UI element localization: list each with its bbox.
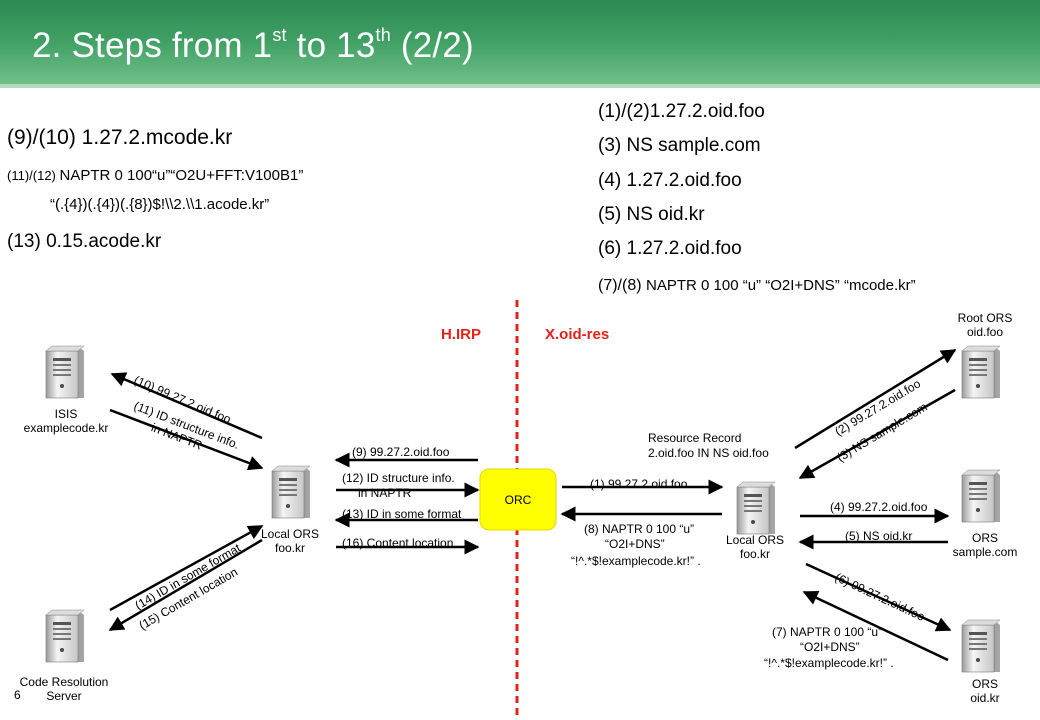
title-mid: to 13 [286,26,376,65]
step-6: (6) 1.27.2.oid.foo [598,238,742,259]
arrow-6 [805,562,952,632]
isis-server-icon [45,345,85,399]
isis-label: ISIS [55,407,78,421]
ors-sample-host: sample.com [953,545,1018,559]
arrow-2 [794,348,957,450]
arrow-8-label: (8) NAPTR 0 100 “u” [584,522,694,536]
arrow-12-label: (12) ID structure info. [342,471,455,485]
local-ors-left-label: Local ORS [261,527,319,541]
step-4: (4) 1.27.2.oid.foo [598,170,742,191]
step-7-8-text: NAPTR 0 100 “u” “O2I+DNS” “mcode.kr” [646,277,916,294]
isis-host-label: examplecode.kr [24,421,109,435]
code-resolution-label: Code Resolution [20,675,109,689]
step-3: (3) NS sample.com [598,135,761,156]
ors-oidkr-server-icon [961,619,1001,673]
arrow-13-label: (13) ID in some format [342,507,462,521]
arrow-8-label-2: “O2I+DNS” [605,537,665,551]
resource-record-title: Resource Record [648,431,741,445]
title-sup-st: st [272,25,287,45]
arrow-10 [110,372,263,440]
page-title: 2. Steps from 1st to 13th (2/2) [32,26,474,66]
arrow-9-label: (9) 99.27.2.oid.foo [352,445,450,459]
local-ors-right-host: foo.kr [740,547,770,561]
arrow-7-label-2: “O2I+DNS” [800,640,860,654]
title-sup-th: th [375,25,391,45]
page-number: 6 [14,688,21,702]
arrow-7 [802,590,949,662]
step-11-12: (11)/(12) NAPTR 0 100“u”“O2U+FFT:V100B1” [7,167,303,184]
step-7-8-prefix: (7)/(8) [598,277,646,294]
arrow-15 [108,538,263,632]
arrow-14 [109,524,264,612]
step-11-12-prefix: (11)/(12) [7,168,60,183]
arrow-7-label: (7) NAPTR 0 100 “u” [772,625,882,639]
local-ors-left-server-icon [271,465,311,519]
local-ors-right-label: Local ORS [726,533,784,547]
ors-oidkr-host: oid.kr [970,691,999,705]
arrow-8-label-3: “!^.*$!examplecode.kr!” . [571,554,701,568]
step-13: (13) 0.15.acode.kr [7,231,162,252]
hirp-label: H.IRP [441,326,481,343]
step-7-8: (7)/(8) NAPTR 0 100 “u” “O2I+DNS” “mcode… [598,277,916,295]
orc-label: ORC [505,493,532,507]
root-ors-label: Root ORS [958,311,1013,325]
code-resolution-server-icon [45,609,85,663]
ors-oidkr-label: ORS [972,677,998,691]
orc-box [479,468,557,531]
arrow-5-label: (5) NS oid.kr [845,529,912,543]
ors-sample-label: ORS [972,531,998,545]
arrow-4-label: (4) 99.27.2.oid.foo [830,500,928,514]
root-ors-host: oid.foo [967,325,1003,339]
xoid-label: X.oid-res [545,326,609,343]
arrow-6-label: (6) 99.27.2.oid.foo [833,570,927,624]
arrow-11 [109,408,264,471]
title-bar: 2. Steps from 1st to 13th (2/2) [0,0,1040,88]
resolution-flow-diagram: H.IRP X.oid-res ORC ISIS examplecode.kr … [14,300,1018,720]
local-ors-left-host: foo.kr [275,541,305,555]
title-suffix: (2/2) [390,26,474,65]
arrow-7-label-3: “!^.*$!examplecode.kr!” . [764,656,894,670]
header-rule [0,84,1040,88]
step-1-2: (1)/(2)1.27.2.oid.foo [598,101,765,122]
step-11-12-line1: NAPTR 0 100“u”“O2U+FFT:V100B1” [59,167,304,184]
step-9-10: (9)/(10) 1.27.2.mcode.kr [7,126,233,149]
title-prefix: 2. Steps from 1 [32,26,273,65]
step-11-12-line2: “(.{4})(.{4})(.{8})$!\\2.\\1.acode.kr” [50,196,270,213]
arrow-11-label: (11) ID structure info.in NAPTR [127,399,241,465]
code-resolution-server-label: Server [46,689,81,703]
arrow-3 [798,388,956,480]
ors-sample-server-icon [961,469,1001,523]
resource-record-value: 2.oid.foo IN NS oid.foo [648,446,769,460]
arrow-16-label: (16) Content location [342,536,453,550]
local-ors-right-server-icon [736,481,776,535]
root-ors-server-icon [961,345,1001,399]
arrow-1-label: (1) 99.27.2.oid.foo [590,477,688,491]
arrow-12-label-2: in NAPTR [358,486,412,500]
step-5: (5) NS oid.kr [598,204,705,225]
